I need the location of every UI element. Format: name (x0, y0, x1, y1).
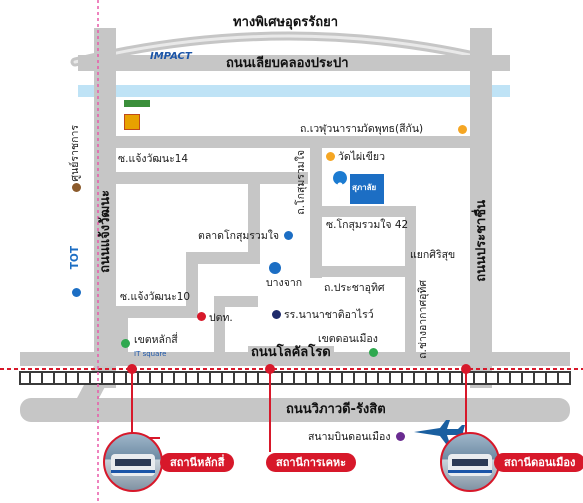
impact-logo: IMPACT (150, 51, 192, 62)
kosum-42-label: ซ.โกสุมรวมใจ 42 (326, 219, 409, 231)
don-mueang-station-photo (440, 432, 500, 492)
kan-kheha-station-label: สถานีการเคหะ (266, 453, 357, 472)
airport-marker (396, 432, 405, 441)
lak-si-station-photo (103, 432, 163, 492)
soi-14-road (116, 172, 308, 184)
prachachuen-road (470, 28, 492, 388)
expressway-label: ทางพิเศษอุดรรัถยา (233, 15, 339, 30)
government-center-label: ศูนย์ราชการ (69, 125, 81, 182)
khet-lak-si-marker (121, 339, 130, 348)
station-node-lak-si (127, 364, 137, 374)
kosum-42-road (322, 206, 410, 217)
laeb-khlong-road (78, 55, 510, 71)
kosum-market-label: ตลาดโกสุมรวมใจ (198, 230, 280, 242)
government-center-marker (72, 183, 81, 192)
soi-10-label: ซ.แจ้งวัฒนะ10 (120, 291, 191, 303)
expressway-arc-edge (73, 34, 502, 64)
ptt-label: ปตท. (209, 312, 233, 324)
vibhavadi-label: ถนนวิภาวดี-รังสิต (286, 402, 386, 417)
prachauthit-road (310, 266, 416, 277)
airplane-icon (414, 420, 465, 444)
railway-sleepers (29, 373, 559, 383)
wet-phu-label: ถ.เวฬุวนาราม (300, 123, 364, 135)
prachauthit-label: ถ.ประชาอุทิศ (324, 282, 385, 294)
local-road-label: ถนนโลคัลโรด (248, 346, 334, 359)
yaek-sirisuk-label: แยกศิริสุข (410, 249, 456, 261)
nanachat-label: รร.นานาชาติอาไรว์ (284, 309, 374, 321)
tot-label: TOT (69, 246, 81, 270)
store-logo-icon (124, 114, 140, 130)
airport-label: สนามบินดอนเมือง (308, 431, 391, 443)
ptt-horizontal (214, 296, 258, 307)
soi-14-label: ซ.แจ้งวัฒนะ14 (118, 153, 189, 165)
chaeng-watthana-road (94, 28, 116, 388)
ptt-logo-icon (197, 312, 206, 321)
local-road (20, 352, 570, 366)
market-connector (248, 184, 260, 264)
wat-phutharam-label: วัดพุทธ(สีกัน) (362, 123, 424, 135)
itsquare-logo: IT square (134, 350, 167, 358)
soi-10-road (116, 306, 196, 318)
songprapa-road (405, 266, 416, 366)
wat-phutharam-marker (458, 125, 467, 134)
kosum-vertical-label: ถ.โกสุมรวมใจ (295, 150, 307, 215)
bangchak-label: บางจาก (266, 277, 303, 289)
shop-logo-icon (124, 100, 150, 107)
condo-brand-text: สุภาลัย (352, 183, 377, 192)
nanachat-marker (272, 310, 281, 319)
chaeng-watthana-label: ถนนแจ้งวัฒนะ (98, 190, 113, 273)
khet-don-mueang-marker (369, 348, 378, 357)
wat-phai-khiao-label: วัดไผ่เขียว (338, 151, 385, 163)
kosum-vertical-road (310, 148, 322, 278)
ptt-vertical (214, 296, 225, 366)
station-node-kan-kheha (265, 364, 275, 374)
prachachuen-label: ถนนประชาชื่น (474, 200, 489, 282)
laeb-khlong-label: ถนนเลียบคลองประปา (226, 56, 349, 71)
wat-phai-khiao-marker (326, 152, 335, 161)
wet-phu-road (116, 136, 470, 148)
kosum-market-marker (284, 231, 293, 240)
market-vertical-2 (186, 252, 198, 318)
location-pin-icon (333, 171, 348, 200)
lak-si-station-label: สถานีหลักสี่ (160, 453, 235, 472)
songprapa-label: ถ.ช่างอากาศอุทิศ (417, 280, 429, 359)
side-vertical-road (405, 206, 416, 266)
don-mueang-station-label: สถานีดอนเมือง (494, 453, 583, 472)
khet-lak-si-label: เขตหลักสี่ (134, 334, 178, 346)
tot-marker (72, 288, 81, 297)
station-node-don-mueang (461, 364, 471, 374)
bangchak-logo-icon (269, 262, 281, 274)
vibhavadi-road (20, 398, 570, 422)
condo-logo-box (350, 174, 384, 204)
khet-don-mueang-label: เขตดอนเมือง (318, 333, 378, 345)
canal (78, 85, 510, 97)
market-horizontal (186, 252, 260, 264)
